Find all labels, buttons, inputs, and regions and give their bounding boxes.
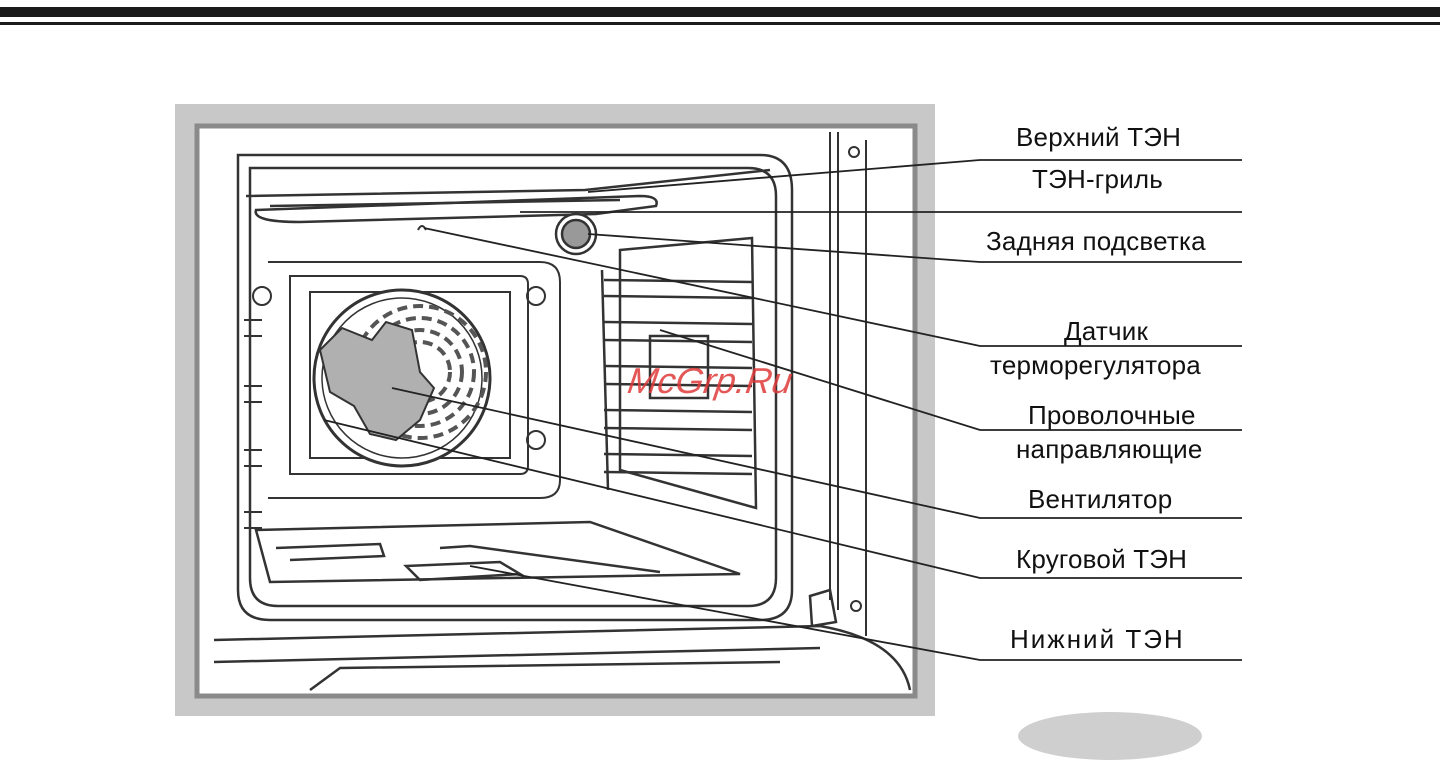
page-number-oval bbox=[1018, 712, 1202, 760]
label-thermostat-line2: терморегулятора bbox=[990, 350, 1201, 381]
label-thermostat-line1: Датчик bbox=[1064, 316, 1148, 347]
label-rear-light: Задняя подсветка bbox=[986, 226, 1206, 257]
label-wire-guides-line1: Проволочные bbox=[1028, 400, 1196, 431]
watermark: McGrp.Ru bbox=[625, 360, 795, 402]
label-wire-guides-line2: направляющие bbox=[1016, 434, 1203, 465]
label-bottom-element: Нижний ТЭН bbox=[1010, 624, 1185, 655]
label-grill-element: ТЭН-гриль bbox=[1032, 164, 1163, 195]
label-ring-element: Круговой ТЭН bbox=[1016, 544, 1187, 575]
label-top-element: Верхний ТЭН bbox=[1016, 122, 1181, 153]
label-fan: Вентилятор bbox=[1028, 484, 1172, 515]
